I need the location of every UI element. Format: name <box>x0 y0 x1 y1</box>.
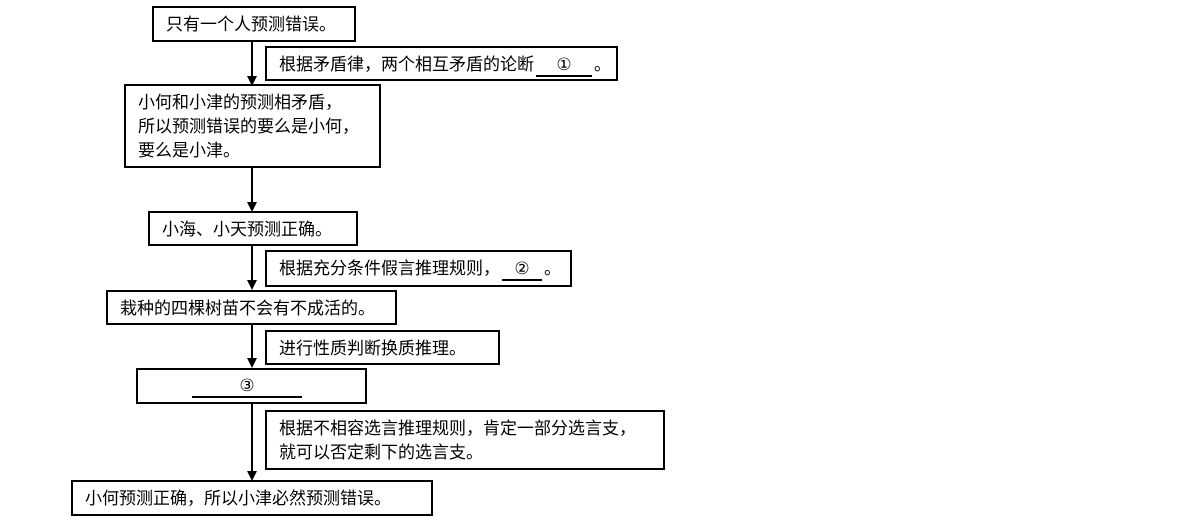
blank-2: ② <box>502 259 542 281</box>
step-box-5: ③ <box>136 368 367 404</box>
blank-3: ③ <box>192 376 302 398</box>
note-4-line-1: 根据不相容选言推理规则，肯定一部分选言支， <box>279 419 636 439</box>
blank-3-label: ③ <box>239 376 255 396</box>
step-box-1-text: 只有一个人预测错误。 <box>166 15 336 35</box>
step-box-4: 栽种的四棵树苗不会有不成活的。 <box>106 290 397 325</box>
step-box-1: 只有一个人预测错误。 <box>152 6 356 42</box>
step-box-3-text: 小海、小天预测正确。 <box>162 220 332 240</box>
note-box-3: 进行性质判断换质推理。 <box>265 330 500 365</box>
note-1-prefix: 根据矛盾律，两个相互矛盾的论断 <box>279 55 534 75</box>
note-4-line-2: 就可以否定剩下的选言支。 <box>279 443 483 463</box>
step-box-2: 小何和小津的预测相矛盾， 所以预测错误的要么是小何， 要么是小津。 <box>124 84 381 168</box>
note-1-suffix: 。 <box>594 55 611 75</box>
step-box-6-text: 小何预测正确，所以小津必然预测错误。 <box>85 489 391 509</box>
step-box-4-text: 栽种的四棵树苗不会有不成活的。 <box>120 299 375 319</box>
note-box-4: 根据不相容选言推理规则，肯定一部分选言支， 就可以否定剩下的选言支。 <box>265 410 665 470</box>
step-box-2-line-2: 所以预测错误的要么是小何， <box>138 117 359 137</box>
blank-1: ① <box>536 55 592 77</box>
blank-1-label: ① <box>556 55 572 75</box>
step-box-2-line-1: 小何和小津的预测相矛盾， <box>138 93 342 113</box>
step-box-3: 小海、小天预测正确。 <box>148 211 358 246</box>
note-2-prefix: 根据充分条件假言推理规则， <box>279 259 500 279</box>
step-box-6: 小何预测正确，所以小津必然预测错误。 <box>71 480 433 516</box>
note-2-suffix: 。 <box>544 259 561 279</box>
step-box-2-line-3: 要么是小津。 <box>138 141 240 161</box>
blank-2-label: ② <box>514 259 530 279</box>
note-box-1: 根据矛盾律，两个相互矛盾的论断 ① 。 <box>265 46 618 81</box>
note-3-text: 进行性质判断换质推理。 <box>279 339 466 359</box>
note-box-2: 根据充分条件假言推理规则， ② 。 <box>265 250 572 287</box>
